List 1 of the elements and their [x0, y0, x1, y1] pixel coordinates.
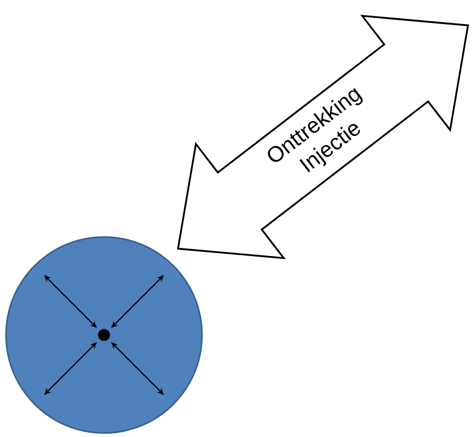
disc — [5, 236, 203, 434]
